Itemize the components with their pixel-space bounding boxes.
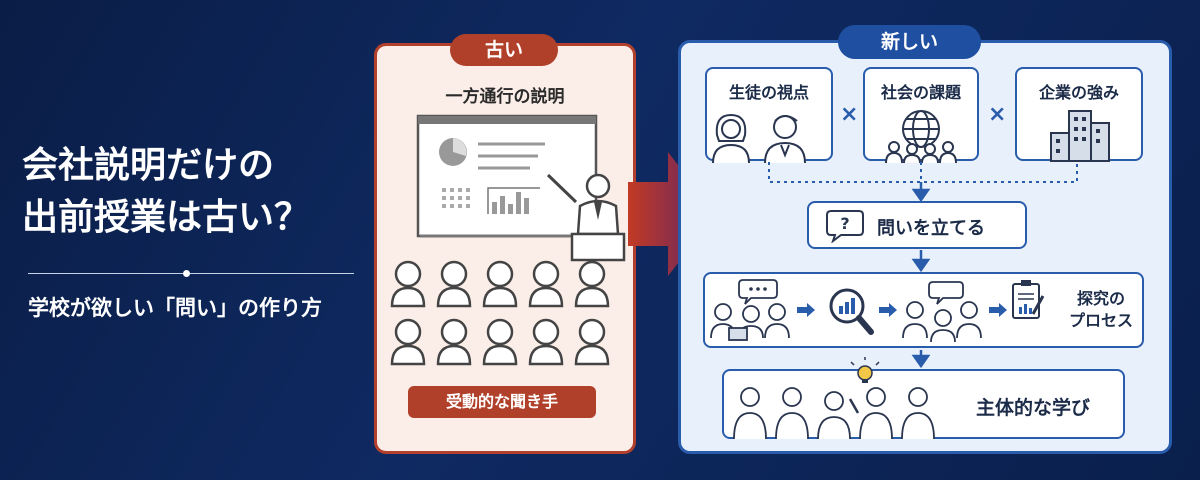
flow-connectors [768, 162, 1078, 369]
discussion-icon [710, 279, 790, 341]
svg-text:?: ? [840, 214, 849, 233]
social-issue-label: 社会の課題 [880, 83, 961, 102]
students-icon [712, 113, 806, 163]
process-steps-illustration [710, 279, 1045, 343]
social-issue-box: 社会の課題 [863, 67, 979, 163]
whiteboard-icon [416, 114, 598, 238]
times-symbol-1: × [840, 102, 859, 127]
buildings-icon [1050, 110, 1110, 162]
presenter-icon [546, 173, 626, 262]
group-work-icon [902, 281, 982, 343]
globe-people-icon [885, 110, 957, 163]
divider [28, 273, 354, 274]
new-tag: 新しい [838, 25, 981, 59]
student-perspective-label: 生徒の視点 [728, 83, 809, 102]
analysis-magnifier-icon [829, 288, 874, 335]
company-strength-box: 企業の強み [1015, 67, 1143, 162]
lecture-illustration [390, 114, 626, 366]
transition-arrow [628, 152, 716, 276]
student-perspective-box: 生徒の視点 [705, 67, 833, 163]
company-strength-label: 企業の強み [1038, 83, 1119, 102]
inquiry-process-box: 探究の プロセス [703, 272, 1144, 348]
question-step-box: ? 問いを立てる [807, 201, 1027, 249]
question-bubble-icon: ? [826, 210, 864, 243]
inquiry-process-label: 探究の プロセス [1069, 288, 1133, 332]
question-step-label: 問いを立てる [877, 218, 985, 239]
divider-dot [183, 270, 190, 277]
inquiry-process-label-line-1: 探究の [1077, 289, 1126, 308]
passive-listener-label: 受動的な聞き手 [408, 386, 596, 418]
inquiry-process-label-line-2: プロセス [1069, 311, 1134, 330]
report-clipboard-icon [1012, 280, 1045, 319]
title-line-1: 会社説明だけの [22, 145, 275, 186]
active-learning-label: 主体的な学び [976, 397, 1091, 419]
old-tag: 古い [450, 34, 558, 66]
audience-icon [390, 260, 610, 366]
times-symbol-2: × [988, 102, 1007, 127]
old-heading: 一方通行の説明 [445, 87, 565, 107]
main-title: 会社説明だけの 出前授業は古い？ [22, 140, 362, 244]
title-line-2: 出前授業は古い？ [22, 197, 311, 238]
engaged-students-icon [733, 357, 935, 439]
active-learning-box: 主体的な学び [722, 357, 1125, 439]
lightbulb-icon [850, 357, 880, 383]
subtitle: 学校が欲しい「問い」の作り方 [28, 296, 322, 320]
